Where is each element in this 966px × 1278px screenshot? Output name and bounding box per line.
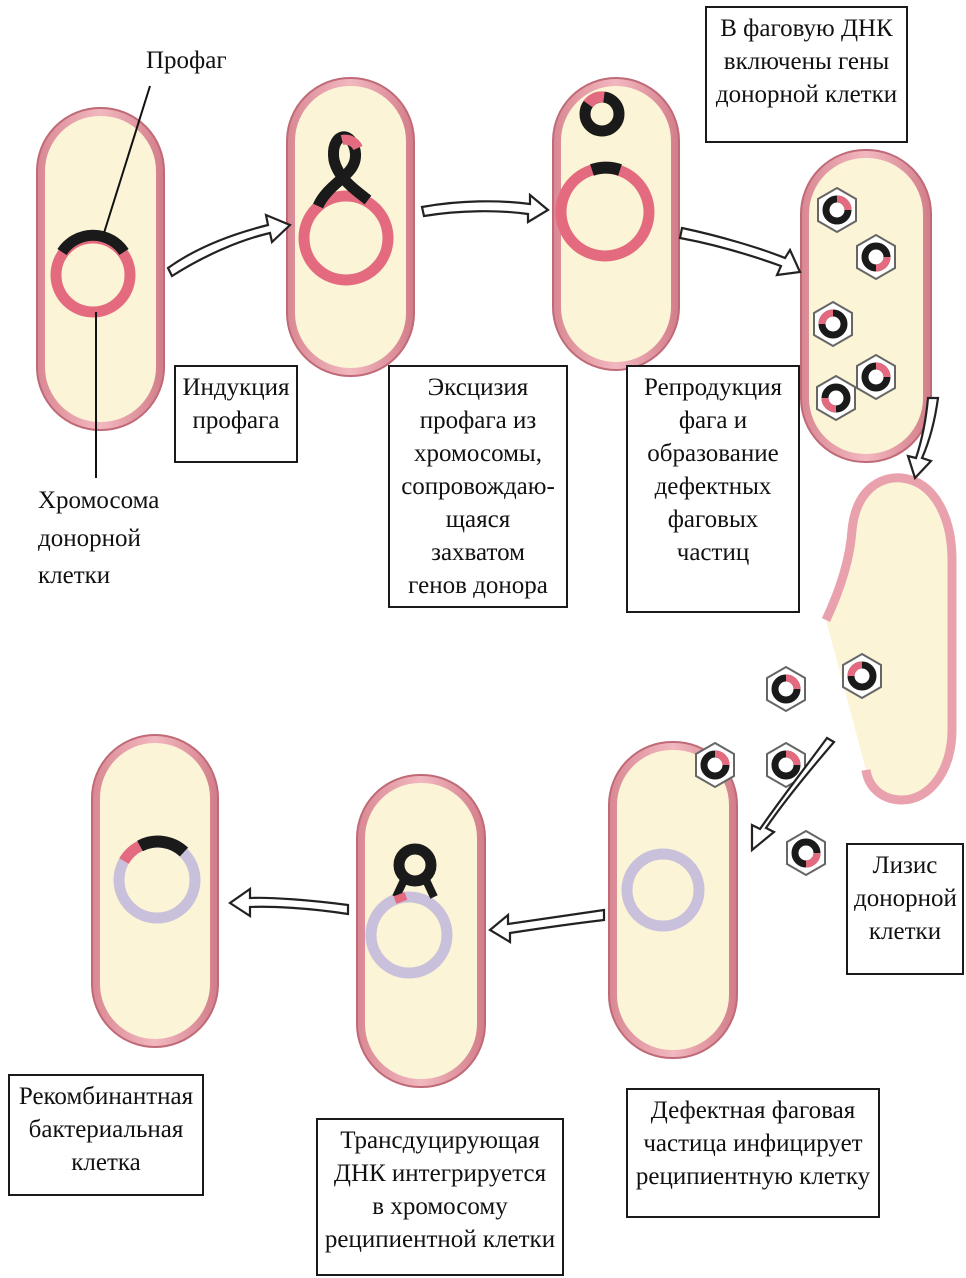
label-induction: Индукция профага bbox=[174, 365, 298, 463]
label-reproduction-line: дефектных bbox=[634, 470, 792, 503]
phage-particle bbox=[767, 667, 805, 711]
cell-excision bbox=[553, 78, 679, 370]
arrow-6 bbox=[490, 910, 604, 942]
label-induction-line: Индукция bbox=[182, 371, 290, 404]
label-integration-line: ДНК интегрируется bbox=[324, 1157, 556, 1190]
arrow-7 bbox=[230, 889, 348, 916]
label-excision-line: профага из bbox=[396, 404, 560, 437]
label-excision-line: хромосомы, bbox=[396, 437, 560, 470]
label-donor-chromosome-line: донорной bbox=[38, 520, 159, 558]
label-reproduction-line: фага и bbox=[634, 404, 792, 437]
label-lysis-line: клетки bbox=[854, 915, 956, 948]
label-integration: Трансдуцирующая ДНК интегрируется в хром… bbox=[316, 1118, 564, 1276]
label-recombinant-line: клетка bbox=[16, 1146, 196, 1179]
label-donor-genes-line: В фаговую ДНК bbox=[713, 12, 900, 45]
label-reproduction-line: частиц bbox=[634, 536, 792, 569]
label-excision: Эксцизия профага из хромосомы, сопровожд… bbox=[388, 365, 568, 608]
label-donor-genes-line: включены гены bbox=[713, 45, 900, 78]
donor-cell-1 bbox=[37, 86, 164, 478]
label-donor-genes: В фаговую ДНК включены гены донорной кле… bbox=[705, 6, 908, 143]
label-integration-line: реципиентной клетки bbox=[324, 1223, 556, 1256]
recipient-cell-integration bbox=[357, 775, 485, 1087]
label-donor-chromosome-line: клетки bbox=[38, 557, 159, 595]
phage-particle bbox=[787, 831, 825, 875]
label-infection-line: реципиентную клетку bbox=[634, 1160, 872, 1193]
label-excision-line: генов донора bbox=[396, 569, 560, 602]
label-recombinant: Рекомбинантная бактериальная клетка bbox=[8, 1074, 204, 1196]
label-reproduction-line: фаговых bbox=[634, 503, 792, 536]
phage-particle bbox=[696, 743, 734, 787]
phage-particle bbox=[818, 188, 856, 232]
label-excision-line: сопровождаю- bbox=[396, 470, 560, 503]
label-integration-line: в хромосому bbox=[324, 1190, 556, 1223]
recombinant-cell bbox=[92, 735, 218, 1047]
label-donor-chromosome: Хромосома донорной клетки bbox=[38, 482, 159, 595]
label-infection-line: частица инфицирует bbox=[634, 1127, 872, 1160]
phage-particle bbox=[817, 376, 855, 420]
arrow-2 bbox=[422, 195, 548, 222]
phage-particle bbox=[814, 302, 852, 346]
label-donor-chromosome-line: Хромосома bbox=[38, 482, 159, 520]
label-lysis: Лизис донорной клетки bbox=[846, 843, 964, 975]
label-recombinant-line: бактериальная bbox=[16, 1113, 196, 1146]
label-integration-line: Трансдуцирующая bbox=[324, 1124, 556, 1157]
arrow-3 bbox=[680, 228, 800, 275]
label-reproduction-line: Репродукция bbox=[634, 371, 792, 404]
arrow-1 bbox=[168, 215, 290, 276]
label-infection: Дефектная фаговая частица инфицирует рец… bbox=[626, 1088, 880, 1218]
recipient-cell-infected bbox=[609, 742, 737, 1058]
label-prophage: Профаг bbox=[146, 44, 227, 77]
phage-particle bbox=[857, 235, 895, 279]
label-lysis-line: Лизис bbox=[854, 849, 956, 882]
label-excision-line: щаяся захватом bbox=[396, 503, 560, 569]
label-donor-genes-line: донорной клетки bbox=[713, 78, 900, 111]
label-prophage-text: Профаг bbox=[146, 44, 227, 77]
phage-particle bbox=[843, 654, 881, 698]
lysed-donor-cell bbox=[826, 478, 952, 800]
cell-induction bbox=[287, 78, 414, 376]
label-lysis-line: донорной bbox=[854, 882, 956, 915]
label-excision-line: Эксцизия bbox=[396, 371, 560, 404]
cell-reproduction bbox=[801, 150, 931, 462]
label-induction-line: профага bbox=[182, 404, 290, 437]
label-reproduction-line: образование bbox=[634, 437, 792, 470]
label-reproduction: Репродукция фага и образование дефектных… bbox=[626, 365, 800, 613]
label-recombinant-line: Рекомбинантная bbox=[16, 1080, 196, 1113]
phage-particle bbox=[857, 355, 895, 399]
label-infection-line: Дефектная фаговая bbox=[634, 1094, 872, 1127]
